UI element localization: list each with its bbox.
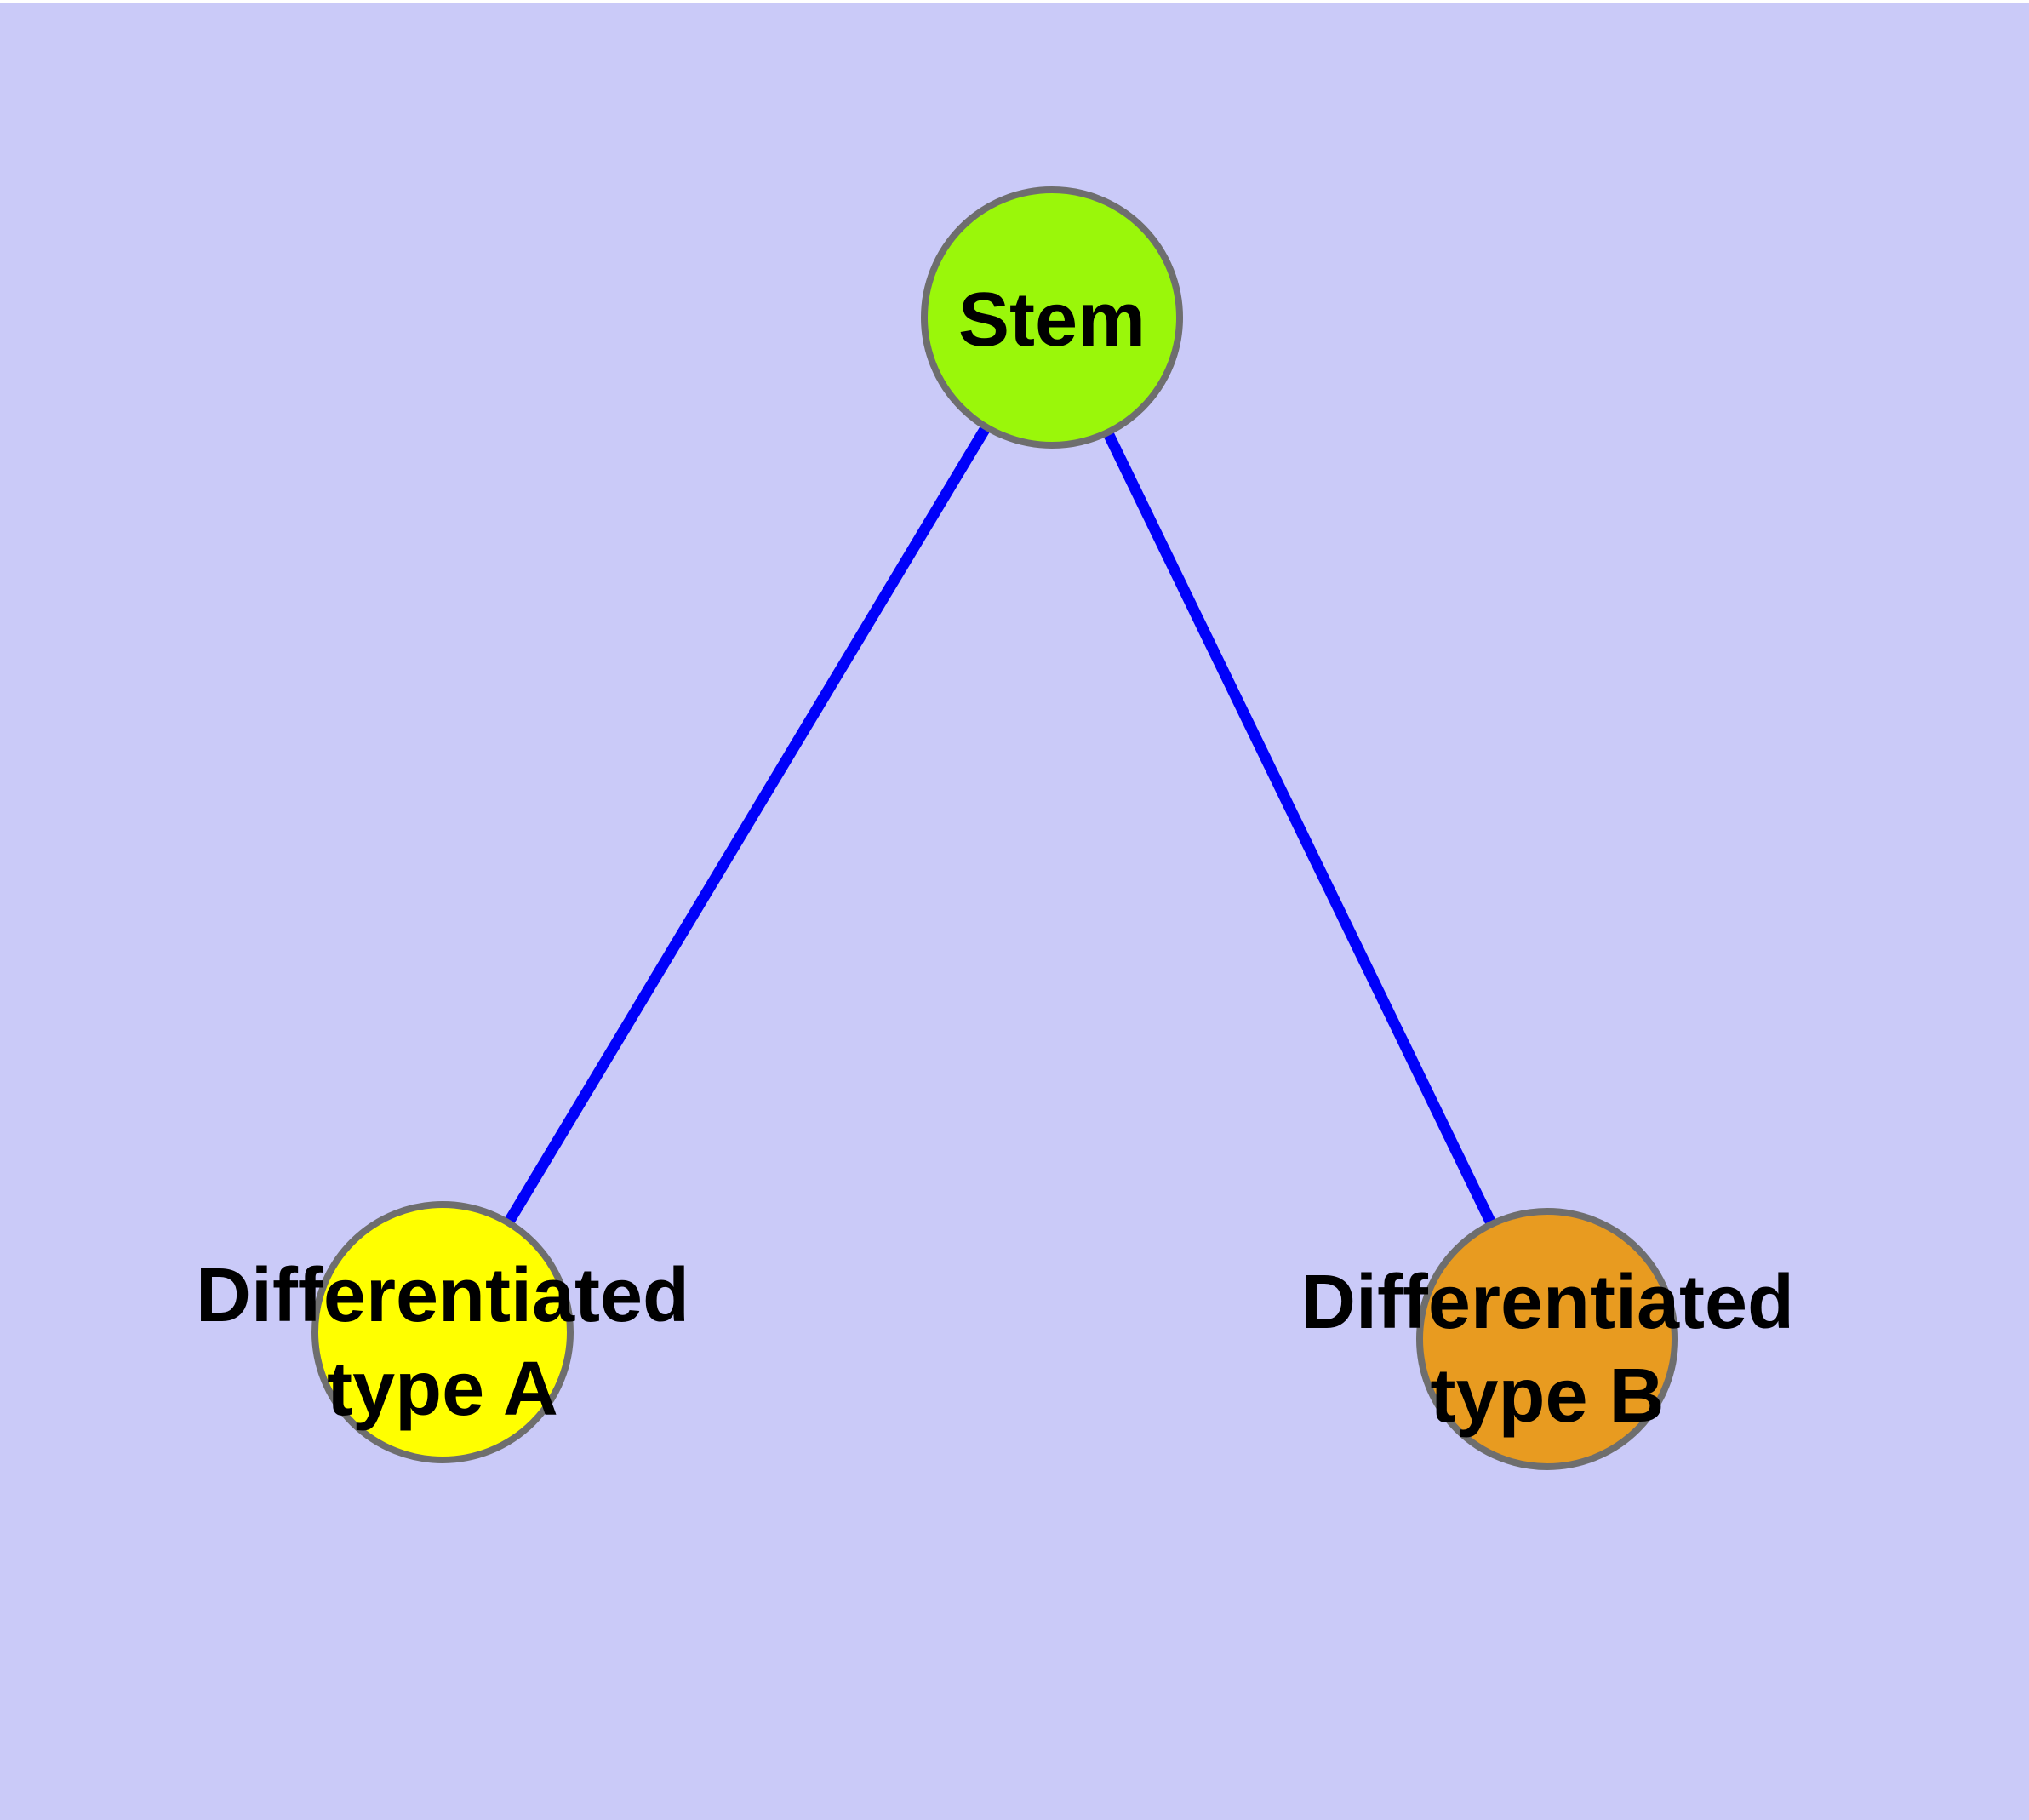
edge-layer [437, 314, 1552, 1342]
node-stem-circle [921, 186, 1183, 449]
node-layer [311, 186, 1678, 1470]
node-stem-label: Stem [958, 278, 1146, 363]
node-type-a-label-line2: type A [327, 1347, 558, 1432]
node-type-b-circle [1416, 1208, 1678, 1470]
label-layer: Stem Differentiated type A Differentiate… [196, 278, 1794, 1439]
node-type-a-circle [311, 1201, 574, 1463]
edge-stem-to-type-b [1047, 315, 1552, 1342]
edge-stem-to-type-a [437, 314, 1057, 1336]
node-type-b-label-line2: type B [1430, 1354, 1664, 1439]
node-type-b-label-line1: Differentiated [1300, 1260, 1794, 1345]
node-type-a-label-line1: Differentiated [196, 1253, 689, 1338]
